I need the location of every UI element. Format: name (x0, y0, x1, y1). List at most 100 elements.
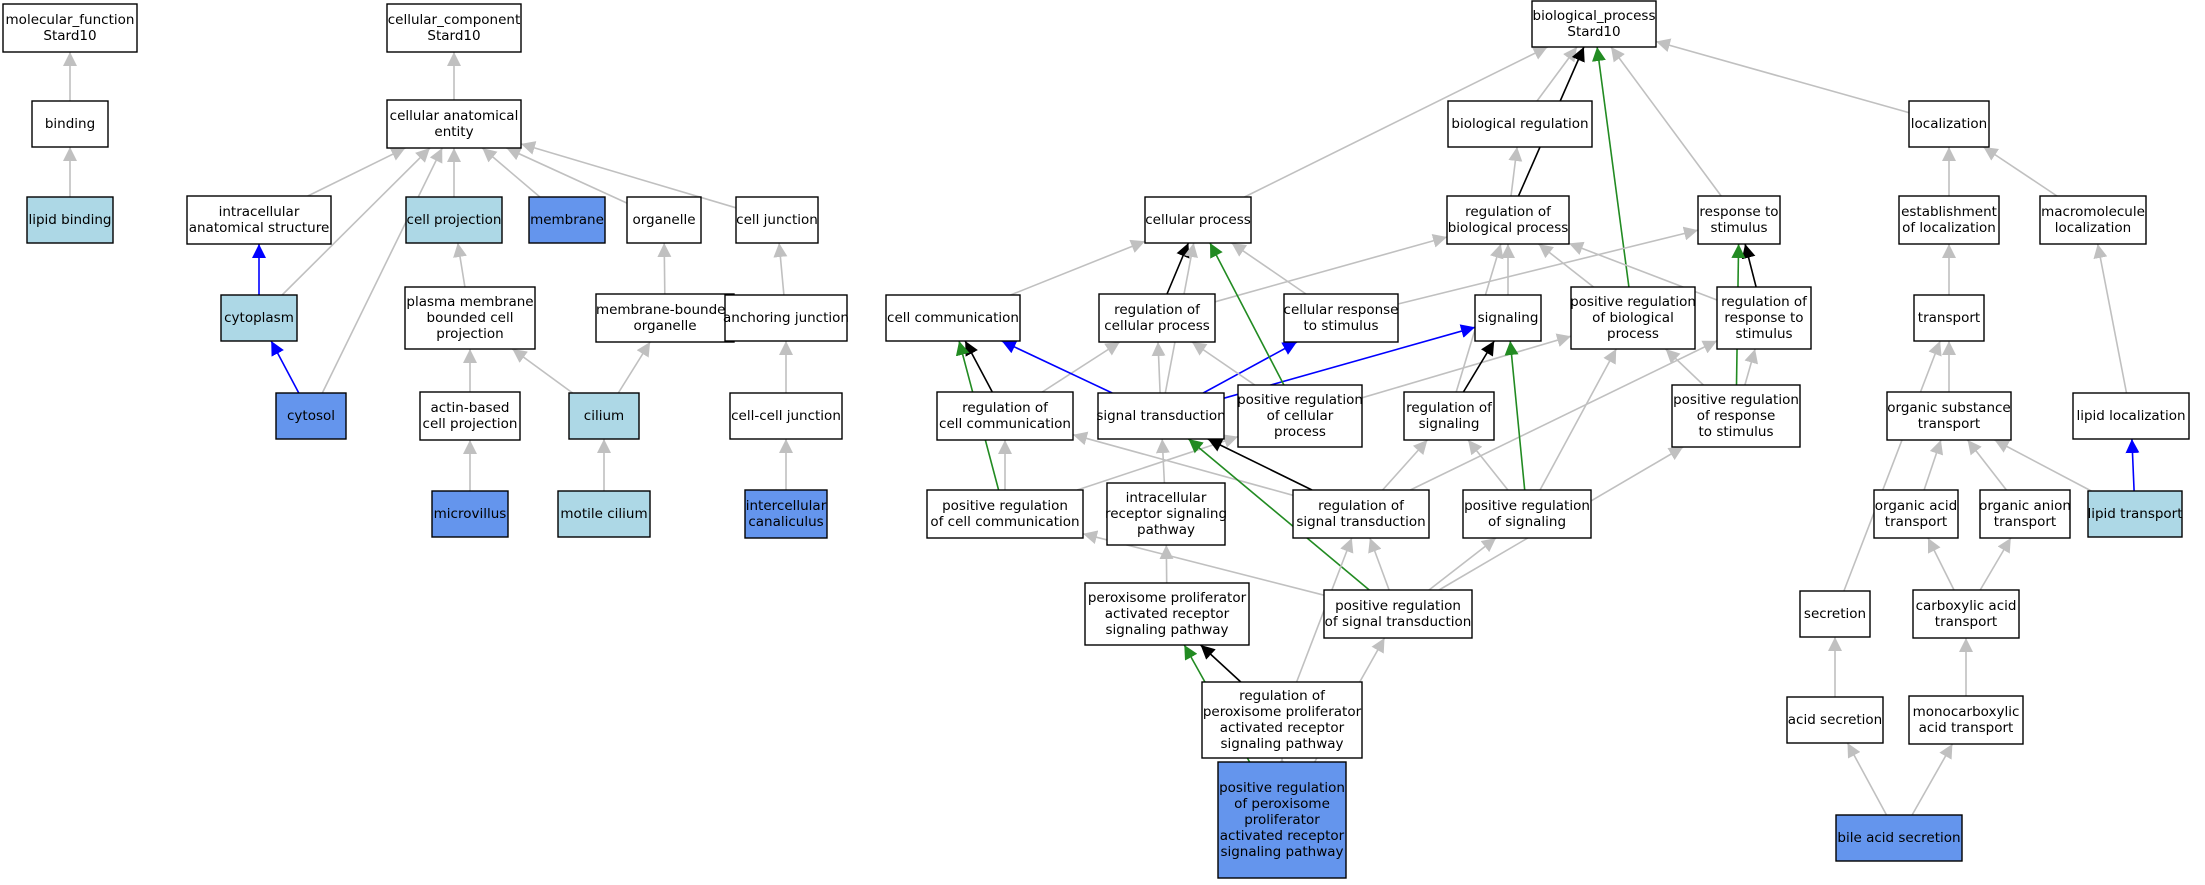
go-term-node-cell-comm[interactable]: cell communication (885, 294, 1021, 342)
node-box (1084, 582, 1250, 646)
node-label-line: of localization (1902, 220, 1996, 236)
node-label-line: cell projection (423, 416, 518, 432)
node-label-line: anchoring junction (723, 310, 849, 326)
go-term-node-signaling[interactable]: signaling (1474, 294, 1542, 342)
edge-is-a (1428, 537, 1497, 591)
node-box (1446, 195, 1570, 245)
go-term-node-localization[interactable]: localization (1908, 100, 1990, 148)
node-label-line: organelle (633, 318, 696, 334)
edge-is-a (1231, 242, 1307, 295)
go-term-node-transport[interactable]: transport (1913, 294, 1985, 342)
node-label-line: membrane-bounded (596, 302, 734, 318)
edge-line (1072, 431, 1294, 497)
node-box (1531, 0, 1657, 48)
node-label-line: microvillus (434, 506, 507, 522)
edge-is-a (1508, 146, 1523, 197)
go-term-node-bile-acid-sec[interactable]: bile acid secretion (1835, 814, 1963, 862)
go-term-node-motile-cilium[interactable]: motile cilium (557, 490, 651, 538)
node-box (936, 391, 1074, 441)
node-box (926, 489, 1084, 539)
go-term-node-sig-trans[interactable]: signal transduction (1096, 392, 1226, 440)
go-term-node-microvillus[interactable]: microvillus (431, 490, 509, 538)
edge-line (1979, 537, 2012, 591)
node-box (2087, 490, 2183, 538)
edge-is-a (321, 147, 443, 394)
edge-regulates (1462, 340, 1495, 393)
edge-is-a (453, 242, 467, 288)
node-box (404, 286, 536, 350)
edge-line (1467, 439, 1509, 491)
node-label-line: peroxisome proliferator (1203, 704, 1362, 720)
node-label-line: membrane (530, 212, 604, 228)
go-term-node-acid-sec[interactable]: acid secretion (1786, 696, 1884, 744)
go-term-node-membrane[interactable]: membrane (528, 196, 606, 244)
edge-line (1538, 243, 1594, 288)
go-term-node-secretion[interactable]: secretion (1799, 590, 1871, 638)
node-label-line: organic substance (1887, 400, 2010, 416)
node-label-line: regulation of (1114, 302, 1201, 318)
edge-line (1655, 38, 1910, 114)
go-term-node-lipid-binding[interactable]: lipid binding (26, 196, 114, 244)
node-box (1237, 384, 1363, 448)
go-term-node-lipid-transport[interactable]: lipid transport (2087, 490, 2183, 538)
go-term-node-organelle[interactable]: organelle (626, 196, 702, 244)
node-label-line: cytoplasm (224, 310, 294, 326)
go-term-node-cellular-process[interactable]: cellular process (1144, 196, 1252, 244)
go-term-node-cytoplasm[interactable]: cytoplasm (220, 294, 298, 342)
node-box (1908, 100, 1990, 148)
go-term-node-cilium[interactable]: cilium (568, 392, 640, 440)
go-term-node-bio-reg[interactable]: biological regulation (1447, 100, 1593, 148)
go-term-node-cytosol[interactable]: cytosol (275, 392, 347, 440)
edge-is-a (1911, 743, 1954, 816)
go-term-node-binding[interactable]: binding (31, 100, 109, 148)
edge-part-of (2125, 438, 2140, 492)
go-term-node-anchoring-junction[interactable]: anchoring junction (723, 294, 849, 342)
edge-line (1504, 340, 1526, 491)
go-term-node-lipid-loc[interactable]: lipid localization (2072, 392, 2190, 440)
node-label-line: signal transduction (1296, 514, 1425, 530)
node-box (557, 490, 651, 538)
node-box (729, 392, 843, 440)
go-term-node-cell-junction[interactable]: cell junction (735, 196, 819, 244)
node-label-line: Stard10 (1567, 24, 1620, 40)
edge-is-a (511, 348, 574, 394)
node-label-line: acid secretion (1788, 712, 1883, 728)
go-term-node-cell-projection[interactable]: cell projection (405, 196, 503, 244)
go-term-node-ccj[interactable]: cell-cell junction (729, 392, 843, 440)
